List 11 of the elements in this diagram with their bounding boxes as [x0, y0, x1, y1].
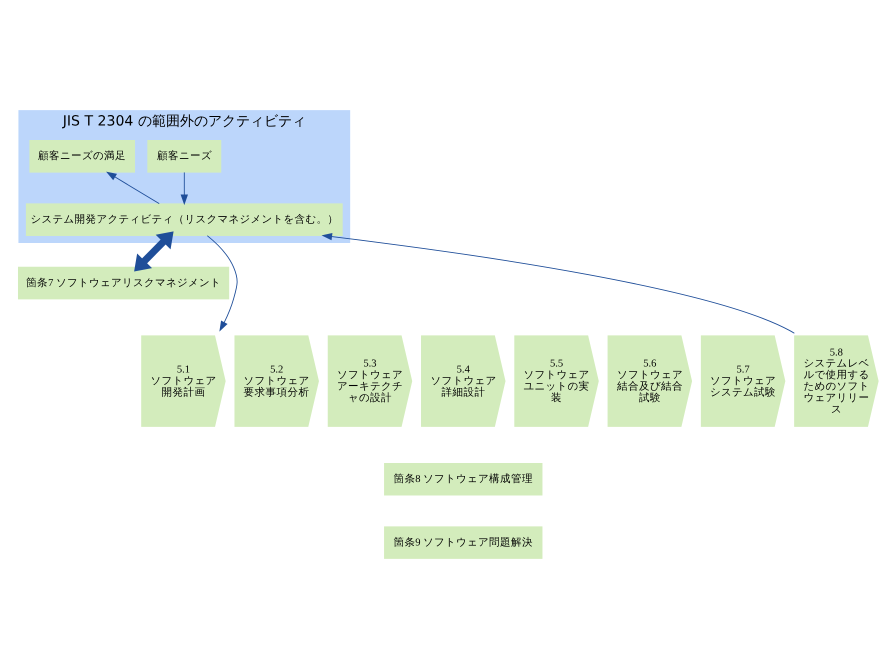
node-box: システム開発アクティビティ（リスクマネジメントを含む。）	[26, 202, 343, 236]
arrow	[106, 171, 160, 204]
node-box: 顧客ニーズの満足	[29, 140, 136, 172]
arrow	[134, 230, 174, 271]
node-box: 顧客ニーズ	[147, 140, 222, 172]
node-box: 箇条7 ソフトウェアリスクマネジメント	[18, 266, 230, 299]
arrow	[206, 234, 238, 332]
arrow	[180, 171, 188, 205]
node-box: 箇条8 ソフトウェア構成管理	[384, 462, 542, 496]
arrow	[322, 232, 795, 334]
node-box: 箇条9 ソフトウェア問題解決	[384, 526, 542, 558]
